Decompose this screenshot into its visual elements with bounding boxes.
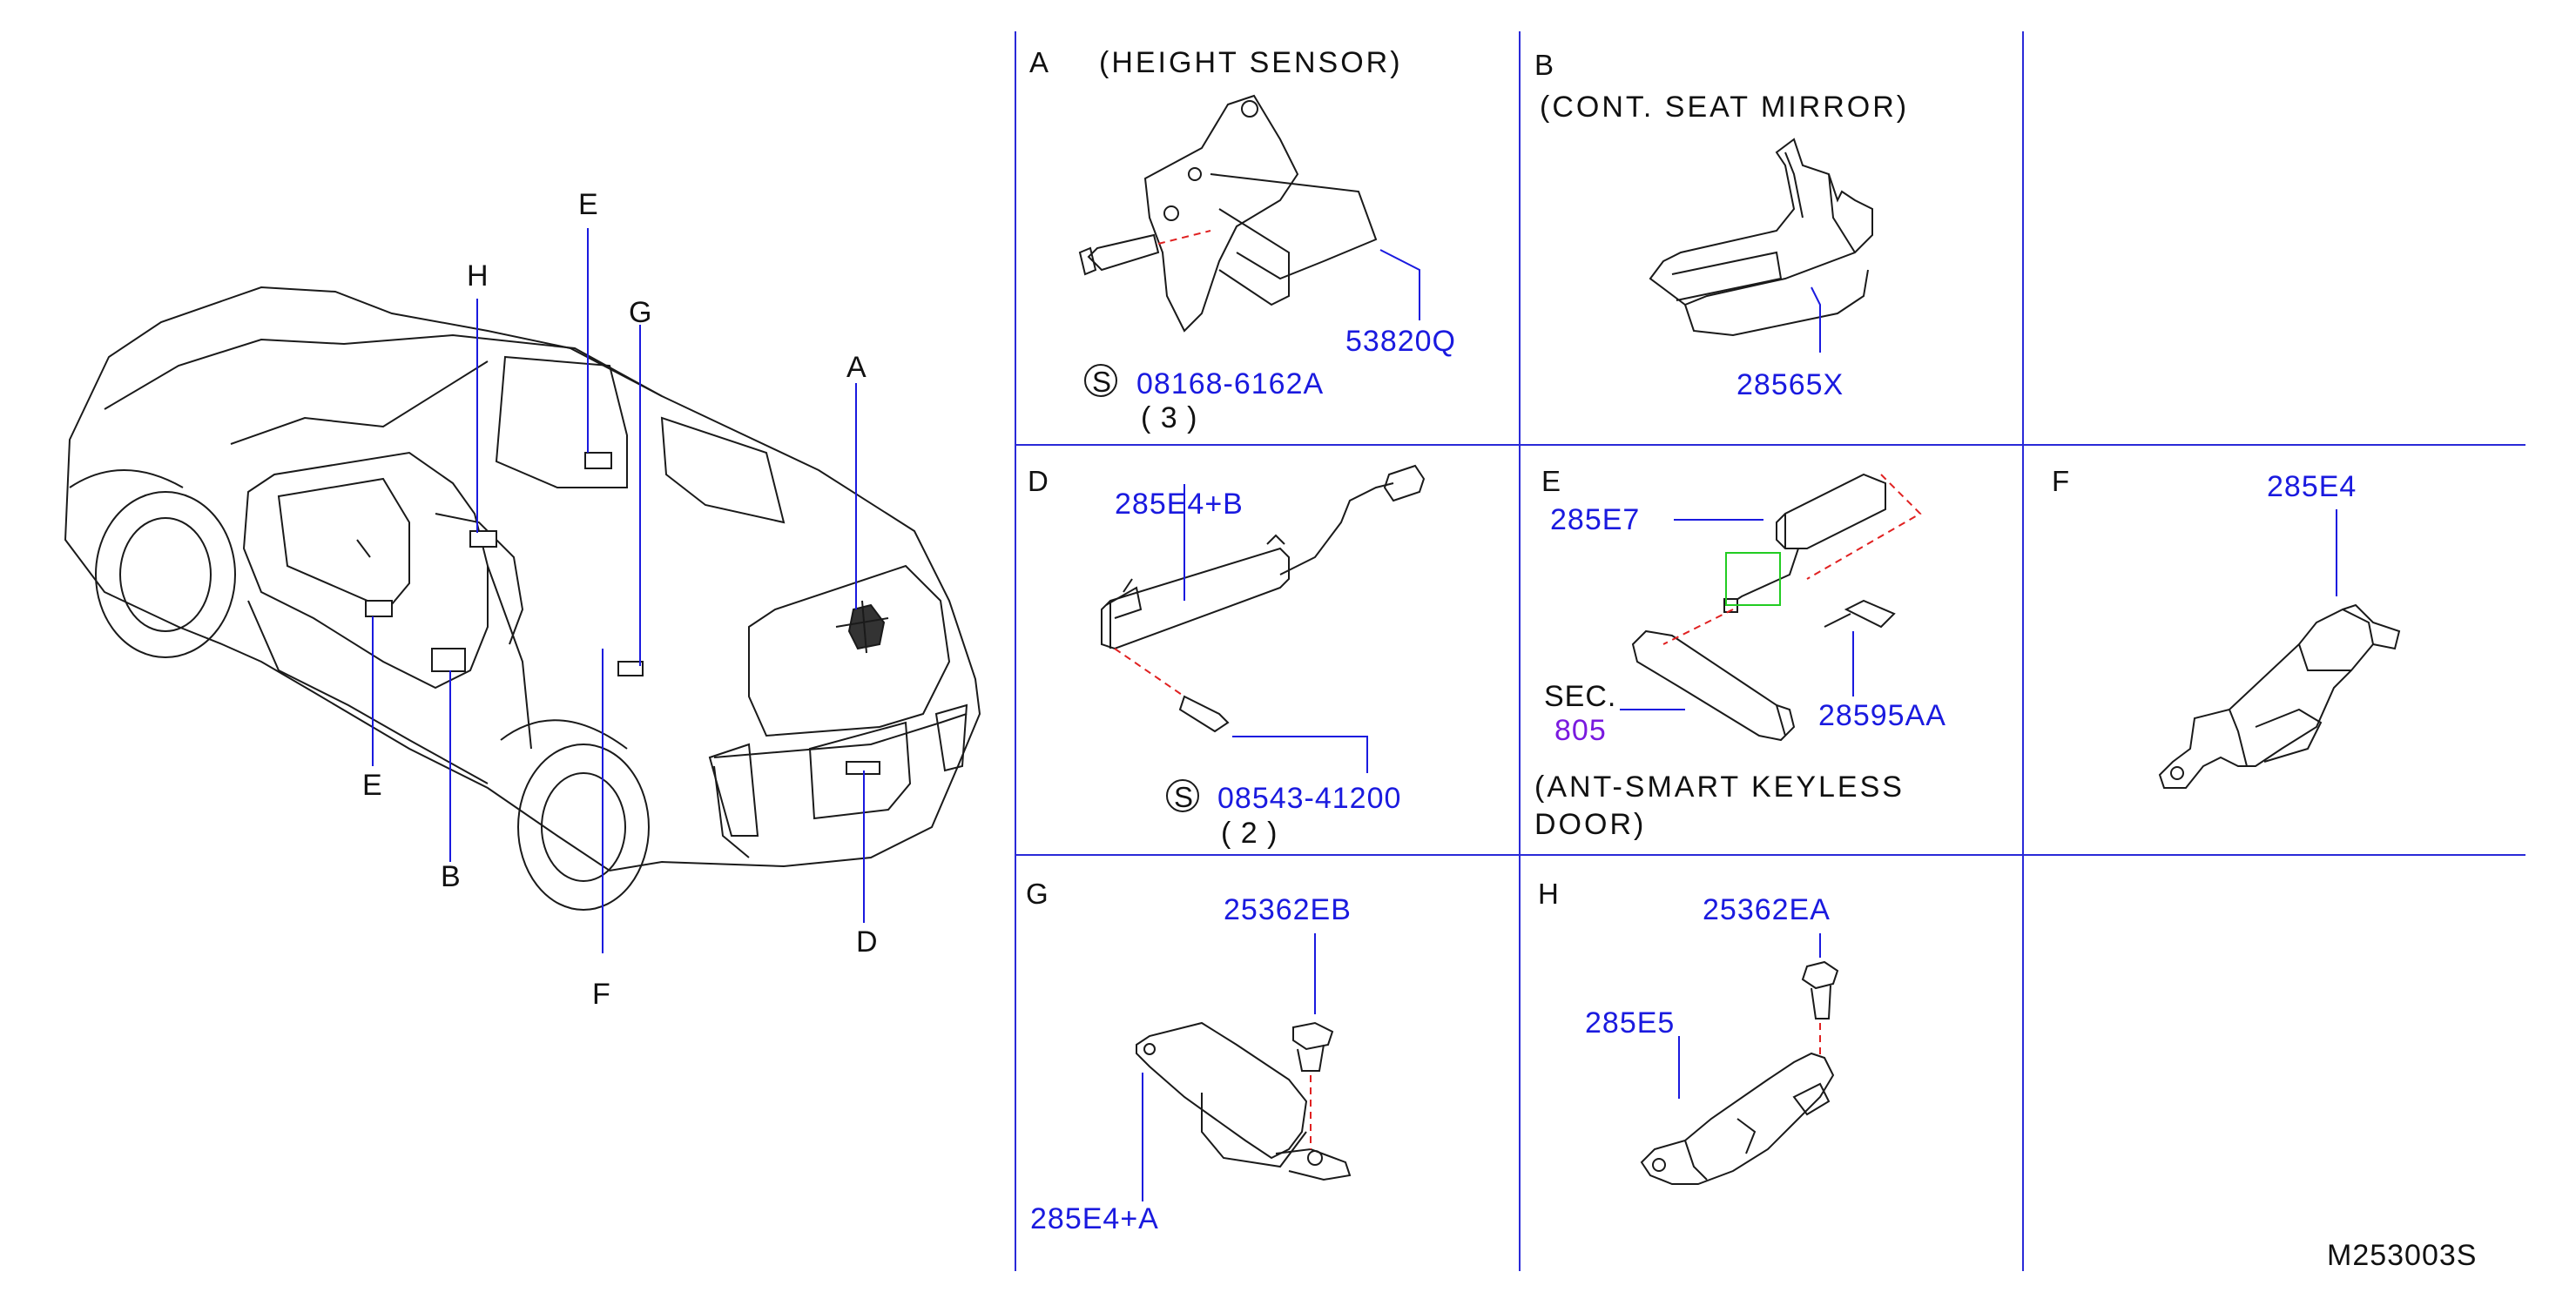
panel-d-qty: ( 2 ) — [1221, 817, 1278, 850]
part-53820Q: 53820Q — [1345, 325, 1456, 358]
part-285E4: 285E4 — [2267, 470, 2357, 503]
car-callout-f: F — [592, 978, 611, 1011]
part-285E4B: 285E4+B — [1115, 488, 1244, 521]
panel-g-letter: G — [1026, 878, 1049, 910]
door-antenna-drawing — [1101, 464, 1426, 733]
car-callout-b: B — [441, 860, 462, 893]
leader-53820Q — [1379, 249, 1420, 320]
panel-f-letter: F — [2052, 465, 2070, 497]
part-285E7: 285E7 — [1550, 503, 1641, 536]
panel-d-s-mark: S — [1174, 781, 1194, 813]
panel-grid — [1015, 31, 2525, 1271]
panel-h-letter: H — [1538, 878, 1559, 910]
panel-b-letter: B — [1534, 49, 1554, 81]
part-08543-41200: 08543-41200 — [1217, 782, 1402, 815]
s-mark-circle-a — [1084, 364, 1117, 397]
part-285E4A: 285E4+A — [1030, 1202, 1159, 1235]
part-25362EA: 25362EA — [1703, 893, 1831, 926]
car-callout-e-top: E — [578, 188, 599, 221]
panel-e-note-line2: DOOR) — [1534, 808, 1647, 841]
car-callout-h: H — [467, 259, 489, 293]
panel-e-sec-num: 805 — [1554, 714, 1607, 747]
leader-08543 — [1232, 736, 1368, 773]
panel-e-sec-label: SEC. — [1544, 680, 1617, 713]
part-08168-6162A: 08168-6162A — [1136, 367, 1325, 400]
panel-e-note-line1: (ANT-SMART KEYLESS — [1534, 770, 1905, 804]
height-sensor-drawing — [1078, 94, 1378, 333]
car-callout-a: A — [846, 351, 867, 384]
antenna-g-drawing — [1136, 1021, 1352, 1181]
vehicle-illustration — [64, 286, 981, 911]
leader-28565X — [1811, 286, 1821, 353]
car-callout-g: G — [629, 296, 653, 329]
part-25362EB: 25362EB — [1224, 893, 1352, 926]
panel-b-title: (CONT. SEAT MIRROR) — [1540, 91, 1910, 124]
panel-a-s-mark: S — [1092, 366, 1112, 398]
panel-a-title: (HEIGHT SENSOR) — [1099, 46, 1403, 79]
panel-a-qty: ( 3 ) — [1141, 401, 1198, 434]
antenna-h-drawing — [1640, 960, 1839, 1185]
figure-code: M253003S — [2327, 1239, 2478, 1272]
car-callout-e-bottom: E — [362, 769, 383, 802]
panel-a-letter: A — [1029, 46, 1049, 78]
part-28565X: 28565X — [1736, 368, 1844, 401]
s-mark-circle-d — [1166, 779, 1199, 812]
antenna-f-drawing — [2158, 603, 2401, 789]
part-28595AA: 28595AA — [1818, 699, 1946, 732]
panel-d-letter: D — [1028, 465, 1049, 497]
vehicle-callout-lines — [372, 228, 865, 953]
smart-keyless-antenna-drawing — [1631, 473, 1922, 742]
part-285E5: 285E5 — [1585, 1006, 1676, 1040]
car-callout-d: D — [856, 925, 879, 959]
highlight-box — [1725, 552, 1781, 606]
panel-e-letter: E — [1541, 465, 1561, 497]
seat-mirror-control-drawing — [1649, 138, 1873, 337]
